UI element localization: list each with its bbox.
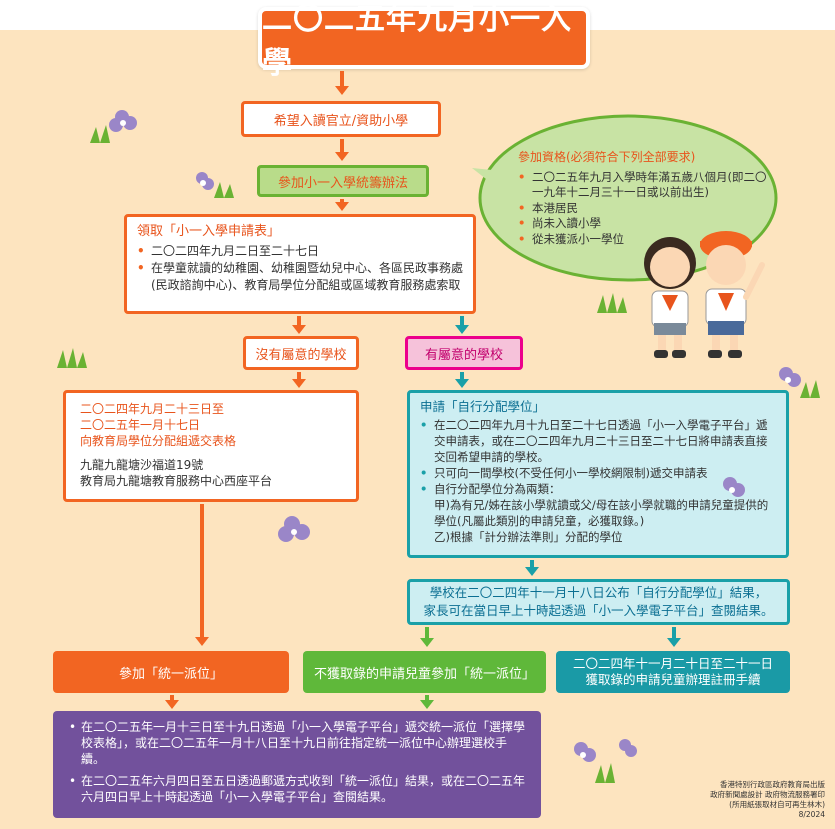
arrow-head [335,86,349,95]
footer-date: 8/2024 [798,810,825,819]
registration-line-1: 二〇二四年十一月二十日至二十一日 [572,656,773,671]
arrow-line [425,695,429,701]
arrow-head [335,152,349,161]
flower-grass-decoration [196,172,234,198]
arrow-head [420,700,434,709]
arrow-line [200,504,204,638]
arrow-head [195,637,209,646]
flower-grass-decoration [90,110,137,143]
flower-decoration [723,477,745,497]
submission-line-1: 二〇二四年九月二十三日至 [80,402,225,416]
result-line-2: 家長可在當日早上十時起透過「小一入學電子平台」查閱結果。 [423,603,774,618]
arrow-head [455,325,469,334]
choice-of-schools-step: 在二〇二五年一月十三日至十九日透過「小一入學電子平台」遞交統一派位「選擇學校表格… [69,719,529,767]
application-date: 二〇二四年九月二日至二十七日 [137,243,463,260]
self-allocation-item: 在二〇二四年九月十九日至二十七日透過「小一入學電子平台」遞交申請表，或在二〇二四… [420,417,776,465]
arrow-head [335,202,349,211]
arrow-head [455,379,469,388]
grass-decoration [597,293,627,313]
application-location: 在學童就讀的幼稚園、幼稚園暨幼兒中心、各區民政事務處(民政諮詢中心)、教育局學位… [137,260,463,294]
flower-decoration [278,516,310,542]
page-title: 二〇二五年九月小一入學 [258,2,590,81]
application-heading: 領取「小一入學申請表」 [137,224,281,239]
arrow-head [292,325,306,334]
no-preferred-school-label: 沒有屬意的學校 [243,336,359,370]
category-a: 甲)為有兄/姊在該小學就讀或父/母在該小學就職的申請兒童提供的學位(凡屬此類別的… [434,498,769,528]
address-line-2: 教育局九龍塘教育服務中心西座平台 [80,474,273,488]
arrow-line [340,139,344,153]
arrow-line [297,316,301,326]
address-line-1: 九龍九龍塘沙福道19號 [80,458,204,472]
arrow-head [165,700,179,709]
self-allocation-heading: 申請「自行分配學位」 [420,399,546,414]
result-line-1: 學校在二〇二四年十一月十八日公布「自行分配學位」結果， [429,585,768,600]
eligibility-age: 二〇二五年九月入學時年滿五歲八個月(即二〇一九年十二月三十一日或以前出生) [518,170,768,201]
arrow-line [672,627,676,639]
arrow-head [292,379,306,388]
registration-line-2: 獲取錄的申請兒童辦理註冊手續 [585,672,761,687]
footer-line: (所用紙張取材自可再生林木) [729,800,825,809]
arrow-line [460,372,464,380]
arrow-head [525,567,539,576]
arrow-line [340,199,344,203]
arrow-line [340,71,344,87]
arrow-line [530,560,534,568]
eligibility-heading: 參加資格(必須符合下列全部要求) [518,150,696,164]
eligibility-not-allocated: 從未獲派小一學位 [518,232,768,248]
submission-line-3: 向教育局學位分配組遞交表格 [80,434,237,448]
eligibility-resident: 本港居民 [518,201,768,217]
eligibility-not-in-primary: 尚未入讀小學 [518,216,768,232]
self-allocation-item: 只可向一間學校(不受任何小一學校網限制)遞交申請表 [420,465,776,481]
flower-grass-decoration [779,367,820,398]
step-wish-school: 希望入讀官立/資助小學 [241,101,441,137]
step-join-pos: 參加小一入學統籌辦法 [257,165,429,197]
allocation-result-step: 在二〇二五年六月四日至五日透過郵遞方式收到「統一派位」結果，或在二〇二五年六月四… [69,773,529,805]
children-illustration [644,231,765,358]
self-allocation-item: 自行分配學位分為兩類： [420,481,776,497]
central-allocation-details-box: 在二〇二五年一月十三日至十九日透過「小一入學電子平台」遞交統一派位「選擇學校表格… [53,711,541,818]
self-allocation-box: 申請「自行分配學位」 在二〇二四年九月十九日至二十七日透過「小一入學電子平台」遞… [407,390,789,558]
no-preferred-submission-box: 二〇二四年九月二十三日至 二〇二五年一月十七日 向教育局學位分配組遞交表格 九龍… [63,390,359,502]
footer-line: 政府新聞處設計 政府物流服務署印 [710,790,825,799]
arrow-line [460,316,464,326]
self-allocation-result-box: 學校在二〇二四年十一月十八日公布「自行分配學位」結果， 家長可在當日早上十時起透… [407,579,790,625]
arrow-line [170,695,174,701]
not-admitted-box: 不獲取錄的申請兒童參加「統一派位」 [303,651,546,693]
preferred-school-label: 有屬意的學校 [405,336,523,370]
registration-box: 二〇二四年十一月二十日至二十一日 獲取錄的申請兒童辦理註冊手續 [556,651,790,693]
grass-decoration [57,348,87,368]
submission-line-2: 二〇二五年一月十七日 [80,418,201,432]
arrow-line [425,627,429,639]
publisher-footer: 香港特別行政區政府教育局出版 政府新聞處設計 政府物流服務署印 (所用紙張取材自… [660,780,825,820]
arrow-head [420,638,434,647]
eligibility-content: 參加資格(必須符合下列全部要求) 二〇二五年九月入學時年滿五歲八個月(即二〇一九… [518,150,768,247]
footer-line: 香港特別行政區政府教育局出版 [720,780,825,789]
flower-grass-decoration [574,739,637,783]
arrow-line [297,372,301,380]
central-allocation-box: 參加「統一派位」 [53,651,289,693]
category-b: 乙)根據「計分辦法準則」分配的學位 [434,530,623,544]
application-form-box: 領取「小一入學申請表」 二〇二四年九月二日至二十七日 在學童就讀的幼稚園、幼稚園… [124,214,476,314]
arrow-head [667,638,681,647]
